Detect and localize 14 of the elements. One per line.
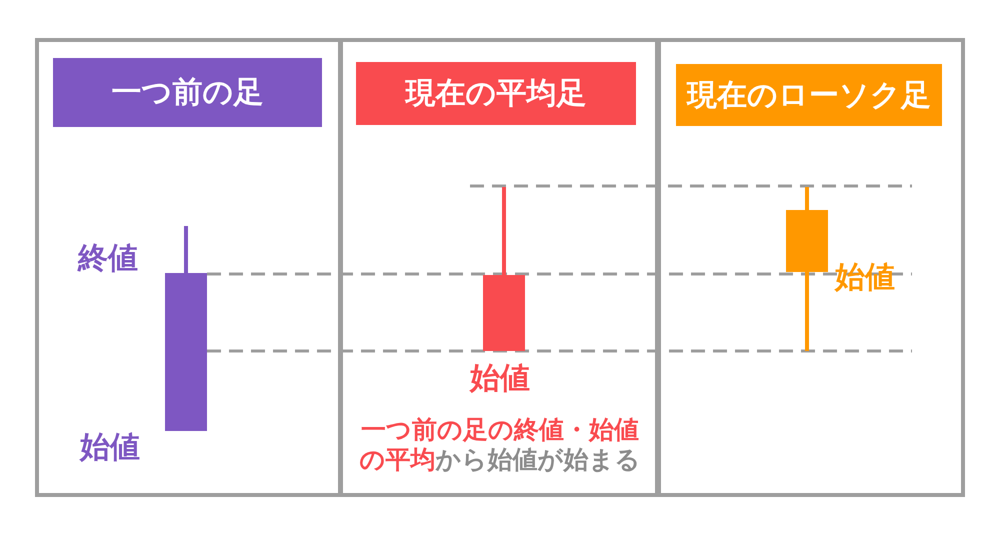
- candlestick-bar: [483, 187, 525, 351]
- price-label: 終値: [78, 240, 138, 278]
- panel-frame: [657, 38, 965, 497]
- price-label: 始値: [80, 429, 140, 467]
- price-label: 始値: [835, 259, 895, 297]
- panel-frame: [35, 38, 342, 497]
- title-banner: 一つ前の足: [53, 58, 322, 127]
- title-banner: 現在のローソク足: [676, 64, 942, 126]
- candlestick-bar: [786, 187, 828, 351]
- title-banner: 現在の平均足: [356, 62, 636, 125]
- note-text: 一つ前の足の終値・始値の平均から始値が始まる: [358, 415, 642, 475]
- price-label: 始値: [470, 360, 530, 398]
- candlestick-bar: [165, 226, 207, 431]
- panel-frame: [339, 38, 659, 497]
